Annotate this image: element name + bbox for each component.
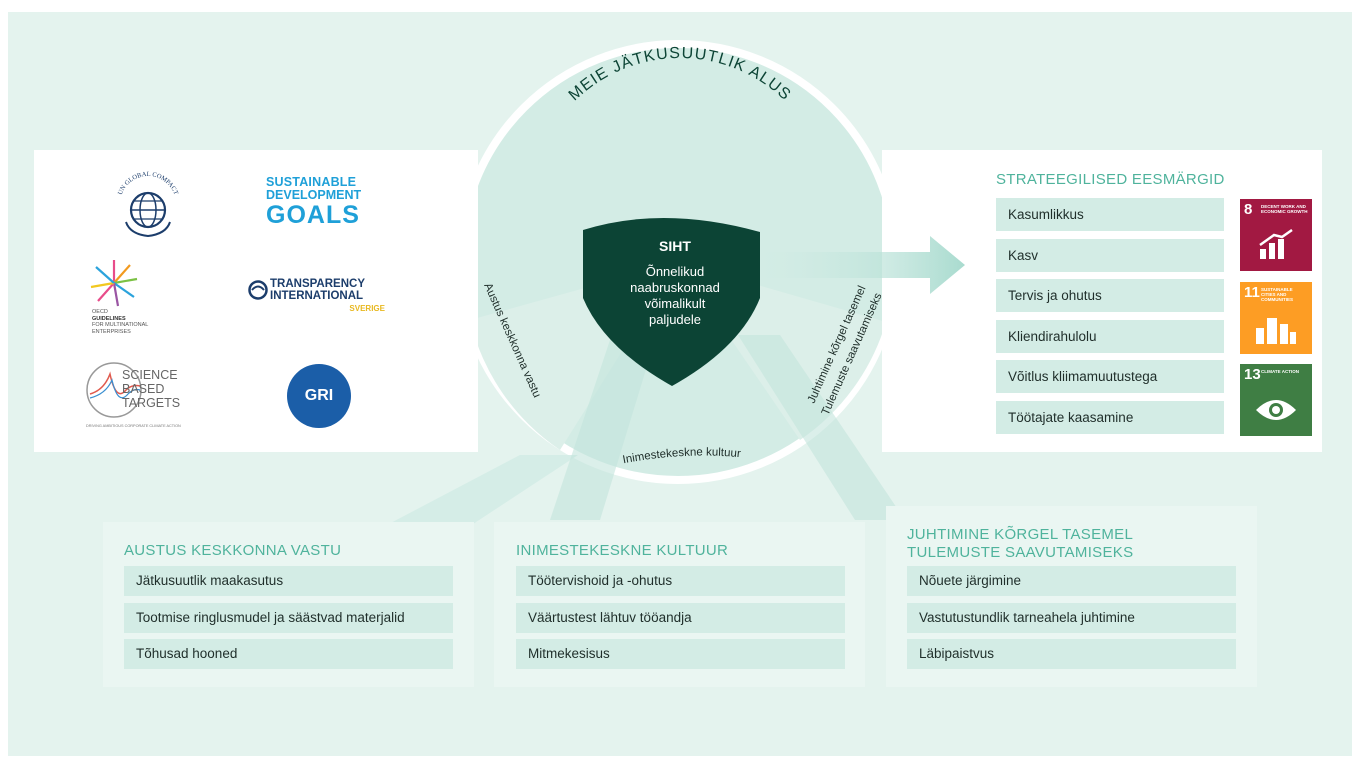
gri-text: GRI	[304, 387, 334, 404]
strategic-goal-item: Võitlus kliimamuutustega	[996, 360, 1224, 393]
panel-item: Väärtustest lähtuv tööandja	[516, 602, 845, 633]
strategic-goal-item: Töötajate kaasamine	[996, 400, 1224, 434]
strategic-goal-item: Kasv	[996, 238, 1224, 272]
sbti-line-2: BASED	[122, 382, 165, 396]
sdg-tile-text: SUSTAINABLE CITIES AND COMMUNITIES	[1261, 287, 1293, 302]
sdg-tile-text: CLIMATE ACTION	[1261, 369, 1299, 374]
transparency-globe-icon	[248, 280, 268, 300]
vision-line-4: paljudele	[648, 312, 702, 327]
strategic-goal-item: Kasumlikkus	[996, 198, 1224, 231]
oecd-line-4: ENTERPRISES	[92, 328, 131, 335]
funnel-right	[738, 335, 905, 520]
vision-text: Õnnelikud naabruskonnad võimalikult palj…	[605, 264, 745, 328]
oecd-guidelines-logo: OECD GUIDELINES FOR MULTINATIONAL ENTERP…	[84, 257, 206, 343]
vision-shield	[583, 217, 760, 386]
un-globe-icon: UN GLOBAL COMPACT	[117, 171, 179, 238]
oecd-starburst-icon	[90, 260, 138, 307]
funnel-middle	[550, 340, 655, 520]
transparency-line-3: SVERIGE	[349, 304, 385, 313]
sdg-tile-number: 13	[1244, 366, 1261, 383]
panel-item: Nõuete järgimine	[907, 566, 1236, 596]
panel-item: Töötervishoid ja -ohutus	[516, 566, 845, 596]
strategic-goal-item: Kliendirahulolu	[996, 319, 1224, 353]
panel-item: Tõhusad hooned	[124, 639, 453, 669]
oecd-line-3: FOR MULTINATIONAL	[92, 322, 149, 328]
sbti-line-3: TARGETS	[122, 396, 181, 410]
sdg-tile-text: DECENT WORK AND ECONOMIC GROWTH	[1261, 204, 1308, 214]
sdg-logo: SUSTAINABLE DEVELOPMENT GOALS	[266, 176, 376, 236]
panel-item: Jätkusuutlik maakasutus	[124, 566, 453, 596]
transparency-line-2: INTERNATIONAL	[270, 290, 364, 302]
gri-logo: GRI	[287, 364, 351, 428]
transparency-line-1: TRANSPARENCY	[270, 278, 365, 290]
sdg-logo-line-1: SUSTAINABLE	[266, 175, 357, 189]
oecd-line-2: GUIDELINES	[92, 315, 126, 322]
panel-item: Mitmekesisus	[516, 639, 845, 669]
sbti-tagline: DRIVING AMBITIOUS CORPORATE CLIMATE ACTI…	[86, 424, 181, 428]
vision-line-1: Õnnelikud	[645, 264, 705, 279]
sdg-tile-number: 11	[1244, 284, 1260, 301]
panel-item: Vastutustundlik tarneahela juhtimine	[907, 602, 1236, 633]
oecd-line-1: OECD	[92, 309, 108, 315]
vision-line-2: naabruskonnad	[630, 280, 720, 295]
panel-item: Läbipaistvus	[907, 639, 1236, 669]
science-based-targets-logo: SCIENCE BASED TARGETS DRIVING AMBITIOUS …	[84, 360, 214, 432]
un-global-compact-logo: UN GLOBAL COMPACT	[108, 170, 188, 242]
logos-band	[34, 150, 478, 452]
strategic-goal-item: Tervis ja ohutus	[996, 279, 1224, 312]
sdg-logo-line-3: GOALS	[266, 201, 360, 229]
sbti-line-1: SCIENCE	[122, 368, 178, 382]
vision-title: SIHT	[659, 238, 691, 254]
sbti-circle-icon	[86, 362, 142, 418]
sdg-tile-number: 8	[1244, 201, 1253, 218]
panel-title-line: JUHTIMINE KÕRGEL TASEMEL	[907, 526, 1134, 543]
transparency-international-logo: TRANSPARENCY INTERNATIONAL SVERIGE	[248, 278, 393, 322]
sdg-tile-8: 8 DECENT WORK AND ECONOMIC GROWTH	[1240, 199, 1312, 271]
strategic-goals-title: STRATEEGILISED EESMÄRGID	[996, 171, 1225, 188]
vision-line-3: võimalikult	[644, 296, 706, 311]
panel-title-culture: INIMESTEKESKNE KULTUUR	[516, 542, 728, 560]
panel-title-line: TULEMUSTE SAAVUTAMISEKS	[907, 544, 1134, 561]
funnel-left	[385, 455, 578, 526]
panel-title-environment: AUSTUS KESKKONNA VASTU	[124, 542, 341, 560]
strategy-arrow	[760, 236, 965, 294]
panel-title-line: INIMESTEKESKNE KULTUUR	[516, 542, 729, 559]
sdg-logo-line-2: DEVELOPMENT	[266, 188, 362, 202]
panel-item: Tootmise ringlusmudel ja säästvad materj…	[124, 602, 453, 633]
panel-title-line: AUSTUS KESKKONNA VASTU	[124, 542, 342, 559]
